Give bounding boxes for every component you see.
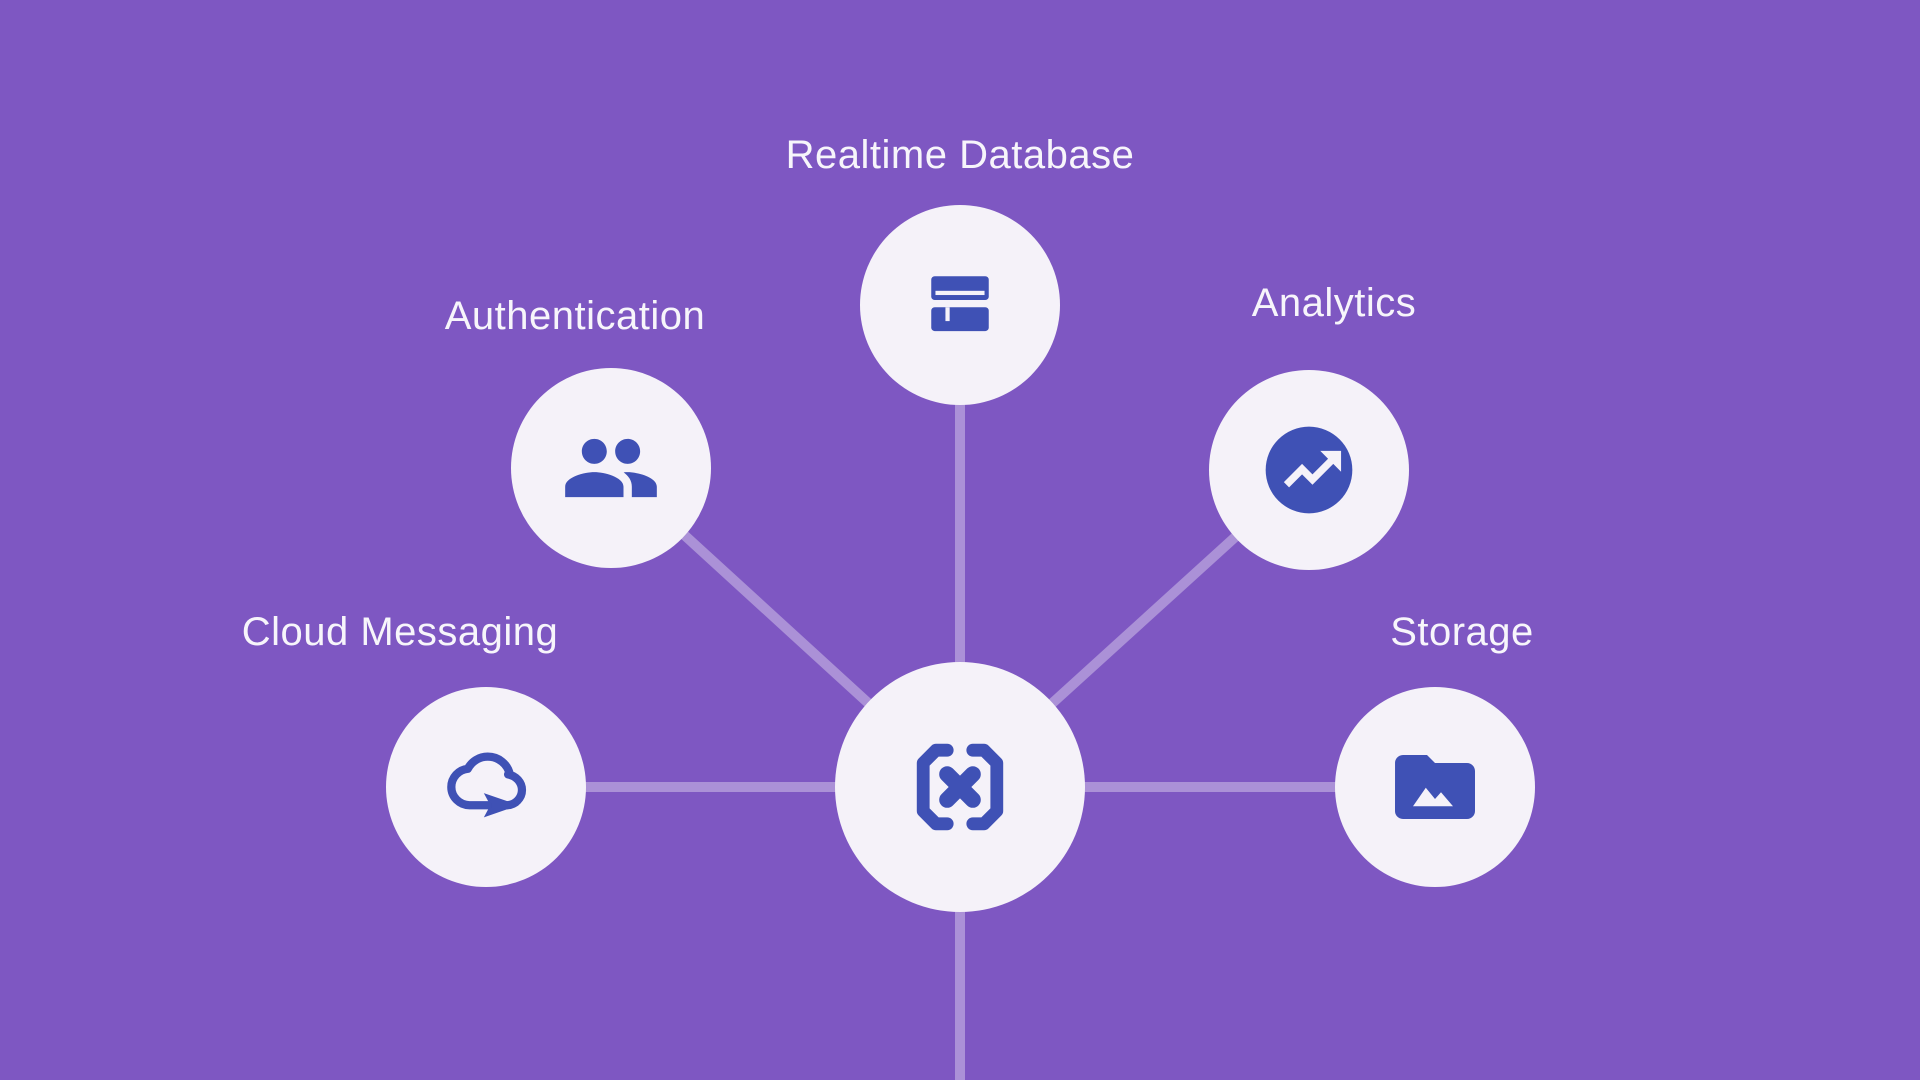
- people-icon: [561, 418, 661, 518]
- node-authentication: [511, 368, 711, 568]
- label-authentication: Authentication: [444, 294, 706, 338]
- cloud-send-icon: [434, 735, 538, 839]
- label-cloud-messaging: Cloud Messaging: [241, 610, 559, 654]
- node-cloud-messaging: [386, 687, 586, 887]
- database-icon: [914, 259, 1006, 351]
- code-brackets-x-icon: [880, 707, 1040, 867]
- label-analytics: Analytics: [1251, 281, 1417, 325]
- folder-image-icon: [1387, 739, 1483, 835]
- node-realtime-database: [860, 205, 1060, 405]
- node-hub: [835, 662, 1085, 912]
- label-realtime-database: Realtime Database: [785, 133, 1135, 177]
- node-analytics: [1209, 370, 1409, 570]
- trending-up-circle-icon: [1257, 418, 1361, 522]
- label-storage: Storage: [1390, 610, 1534, 654]
- node-storage: [1335, 687, 1535, 887]
